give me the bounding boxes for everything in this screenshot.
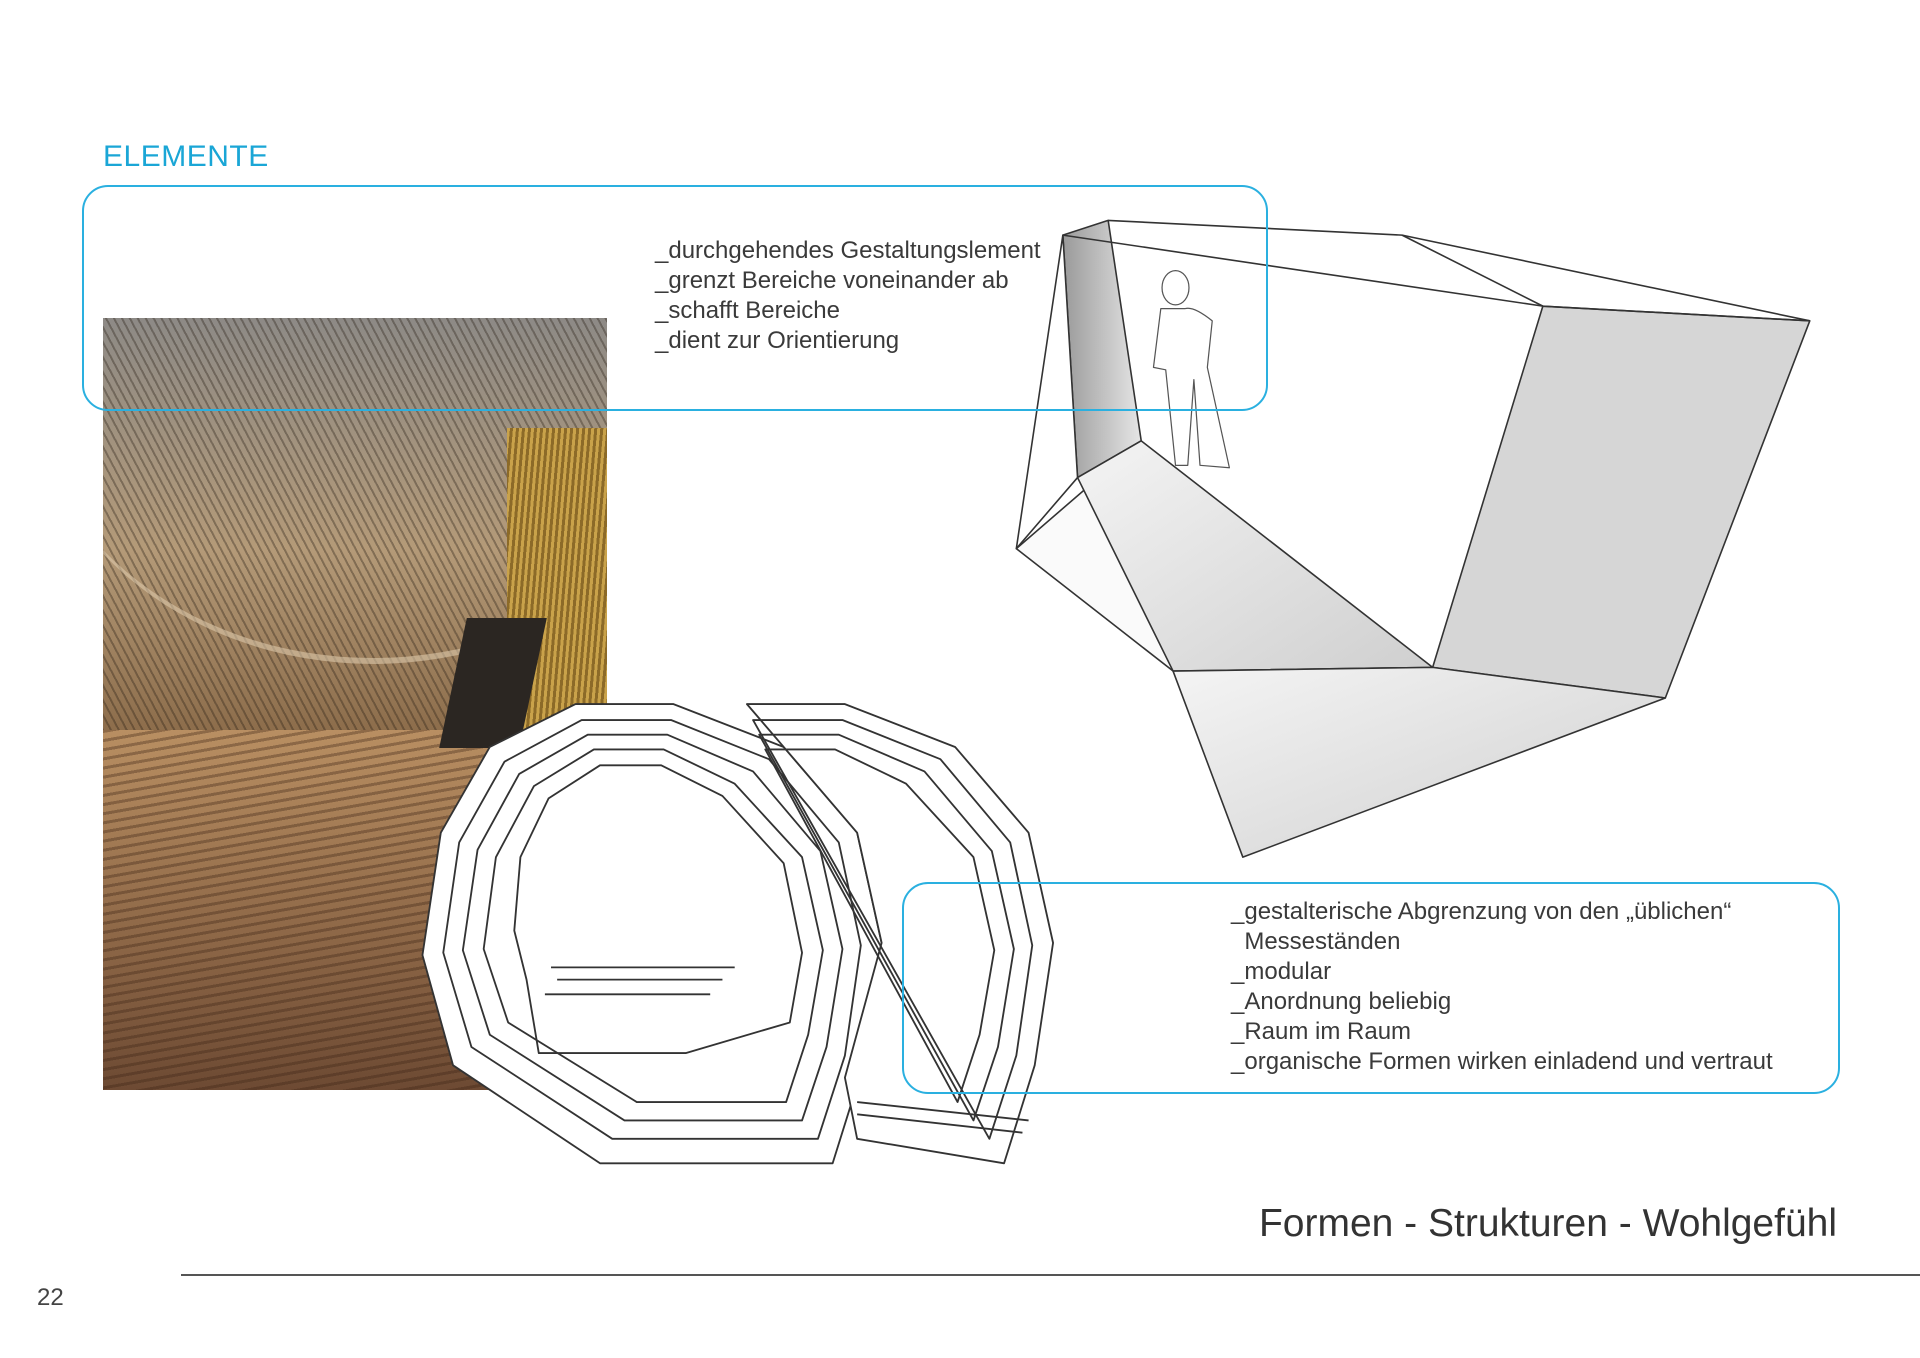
person-figure [1152, 270, 1231, 469]
folded-structure-drawing [1015, 219, 1811, 858]
callout-box-top [82, 185, 1268, 411]
callout-text-bottom: _gestalterische Abgrenzung von den „übli… [1231, 898, 1773, 1075]
footer-divider [181, 1274, 1920, 1276]
callout-text-top: _durchgehendes Gestaltungslement _grenzt… [655, 237, 1041, 354]
section-heading: ELEMENTE [103, 140, 269, 173]
photo-curve [103, 318, 607, 664]
footer-title: Formen - Strukturen - Wohlgefühl [1258, 1202, 1837, 1245]
ring-bench-drawing [421, 703, 1054, 1165]
callout-box-bottom [902, 882, 1840, 1094]
page-number: 22 [37, 1284, 64, 1311]
